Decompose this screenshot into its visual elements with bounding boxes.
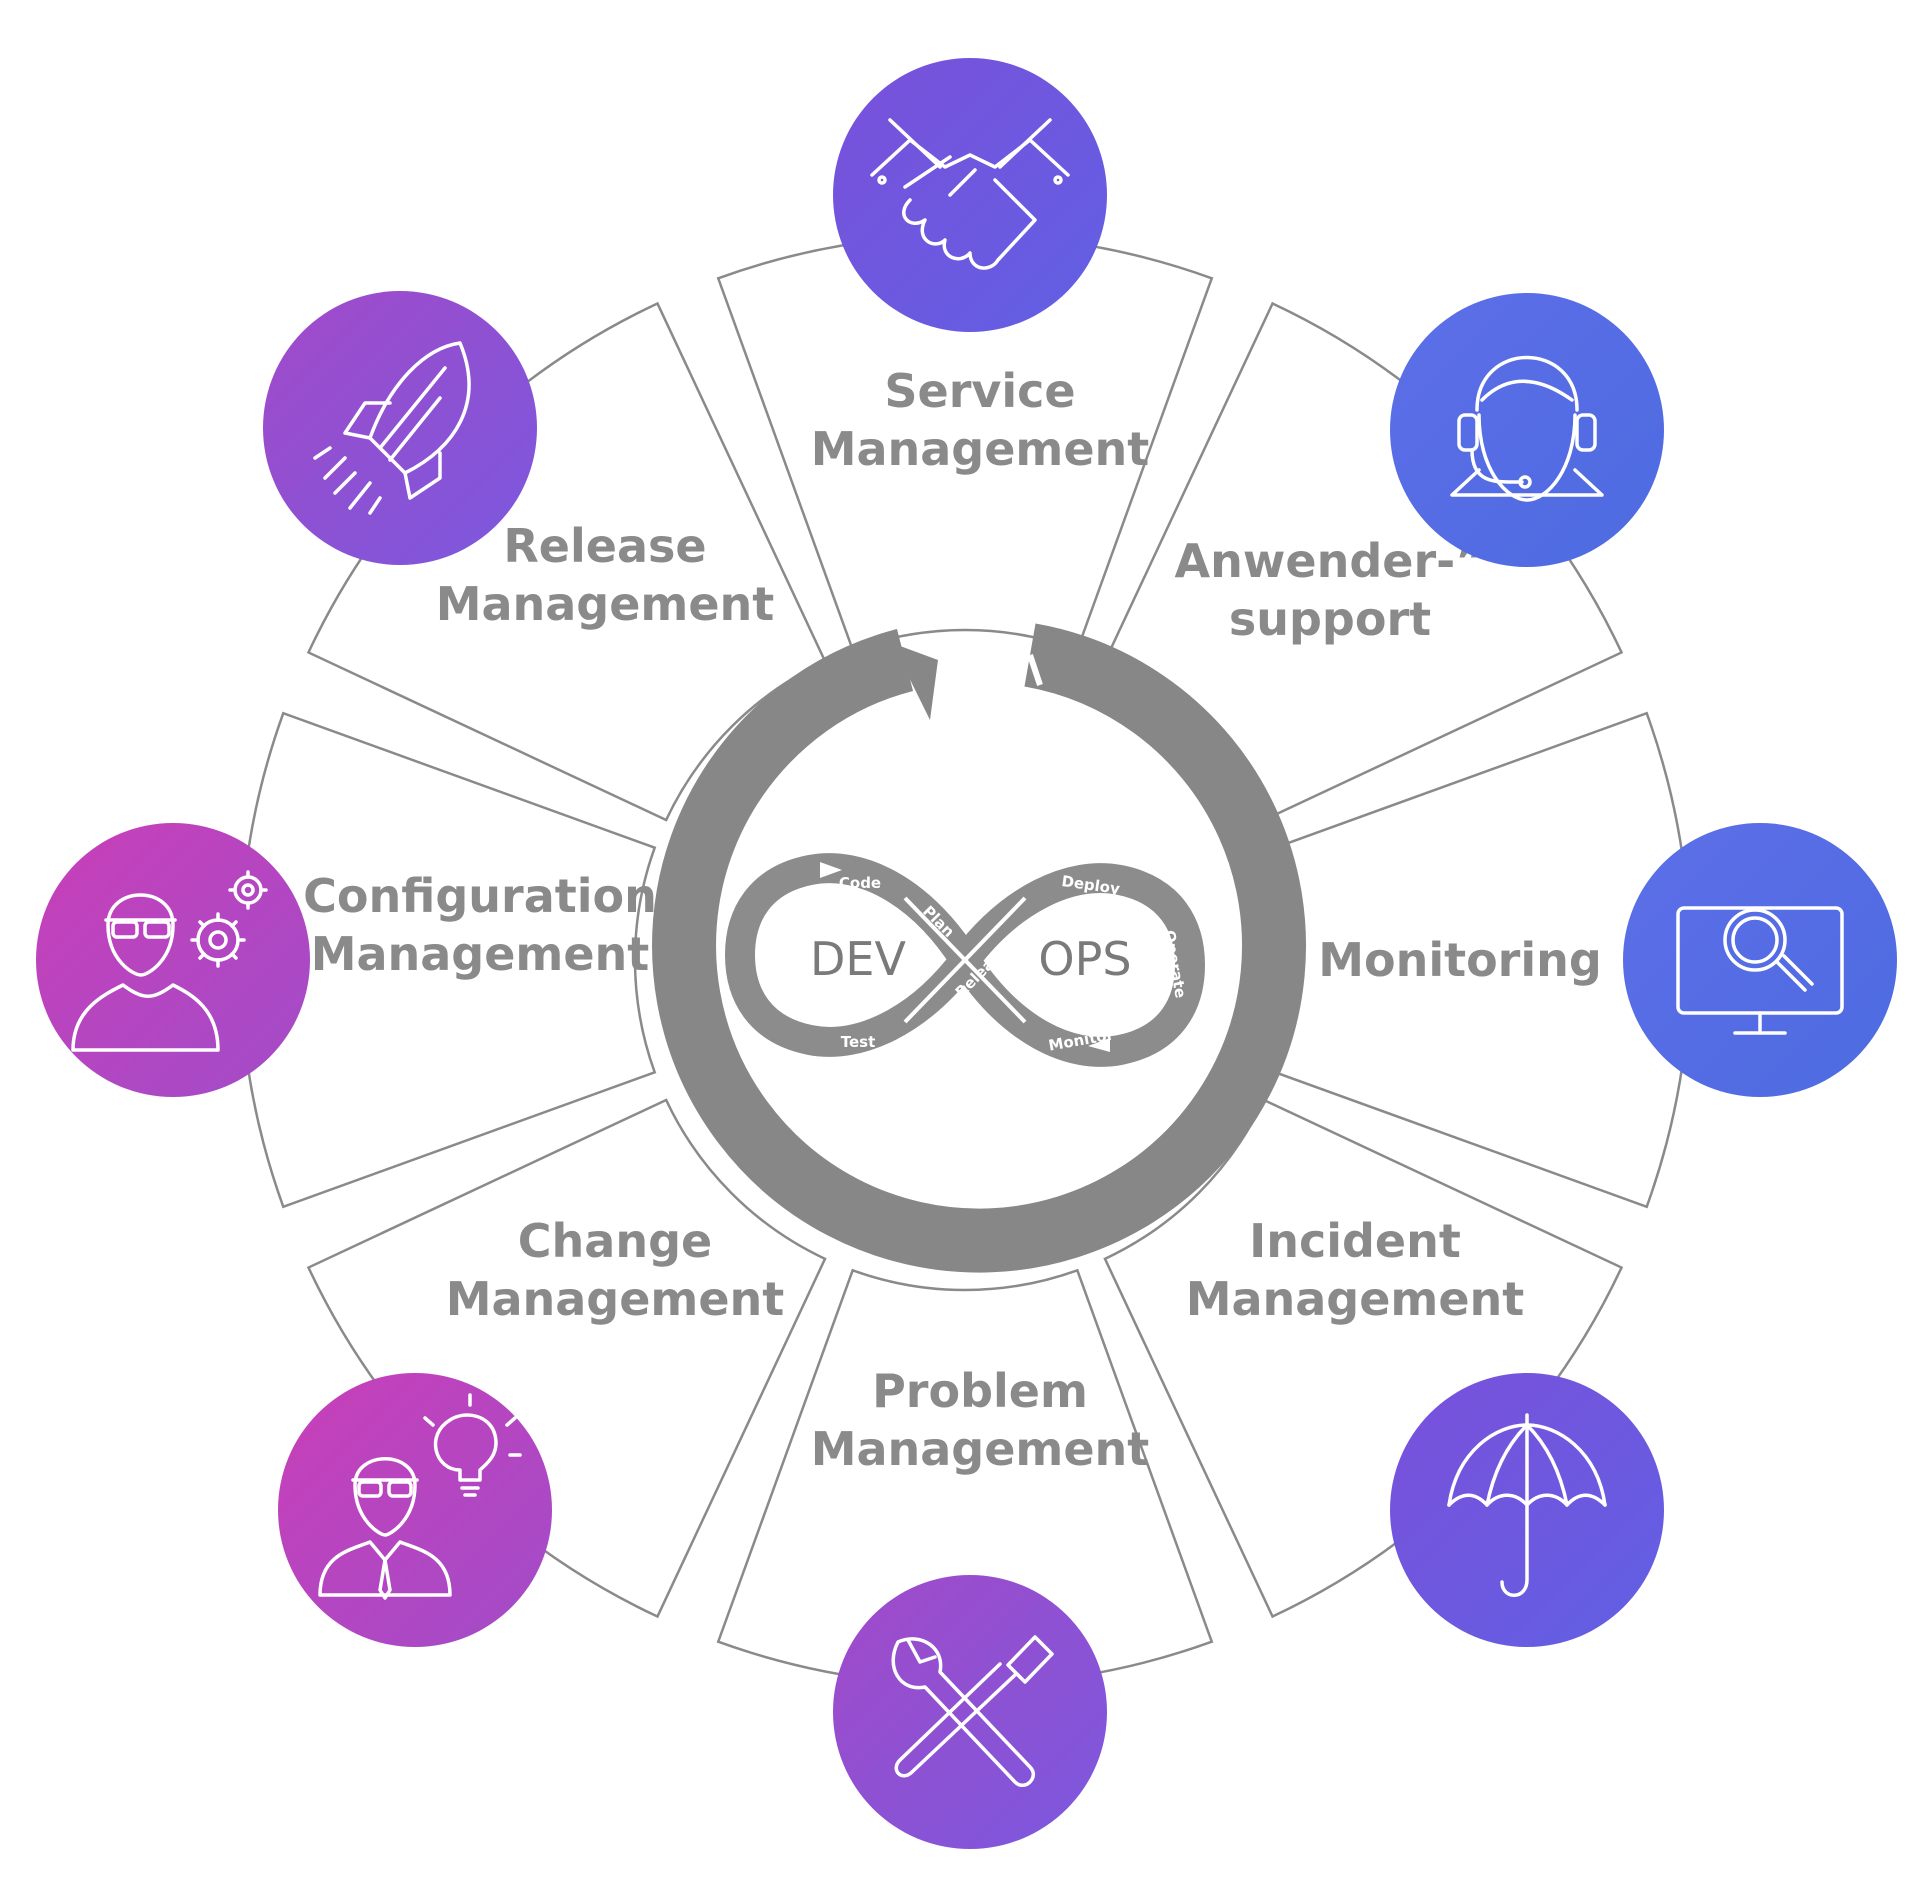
support-bubble	[1390, 293, 1664, 567]
person-gears-icon	[71, 870, 268, 1052]
devops-infinity: DEV OPS Code Build Test Deploy Operate M…	[725, 853, 1205, 1067]
change-management-bubble	[278, 1373, 552, 1647]
segment-label-line: Service	[884, 364, 1075, 418]
umbrella-icon	[1447, 1413, 1607, 1597]
devops-stage-test: Test	[841, 1033, 876, 1051]
segment-label-line: Management	[311, 927, 650, 981]
segment-configuration	[238, 711, 657, 1209]
segment-label-line: Management	[811, 422, 1150, 476]
segment-label-line: Monitoring	[1318, 933, 1602, 987]
handshake-icon	[870, 118, 1070, 270]
segment-incident	[1103, 1098, 1624, 1619]
release-management-bubble	[263, 291, 537, 565]
segment-label-line: Release	[503, 519, 706, 573]
monitor-search-icon	[1676, 906, 1844, 1035]
person-lightbulb-icon	[318, 1393, 522, 1600]
segment-label-line: Management	[436, 577, 775, 631]
segment-label-line: Management	[811, 1422, 1150, 1476]
segment-label-line: support	[1229, 592, 1431, 646]
wrench-screwdriver-icon	[891, 1635, 1054, 1788]
icon-bubbles	[36, 58, 1897, 1849]
devops-ops-label: OPS	[1038, 932, 1131, 986]
segment-label-line: Anwender-”	[1175, 534, 1486, 588]
segment-change	[306, 1098, 827, 1619]
rocket-icon	[313, 341, 471, 515]
segment-label-line: Change	[518, 1214, 712, 1268]
segment-label-support: Anwender-”support	[1175, 534, 1486, 646]
segment-label-monitoring: Monitoring	[1318, 933, 1602, 987]
segment-label-line: Configuration	[303, 869, 657, 923]
segment-label-line: Problem	[872, 1364, 1088, 1418]
segment-label-line: Incident	[1249, 1214, 1461, 1268]
devops-dev-label: DEV	[810, 932, 906, 986]
service-management-bubble	[833, 58, 1107, 332]
segment-label-line: Management	[1186, 1272, 1525, 1326]
problem-management-bubble	[833, 1575, 1107, 1849]
segment-label-line: Management	[446, 1272, 785, 1326]
devops-stage-build: Build	[761, 936, 786, 982]
headset-agent-icon	[1450, 355, 1604, 502]
segment-service	[716, 233, 1214, 652]
devops-ring	[652, 623, 1307, 1273]
configuration-management-bubble	[36, 823, 310, 1097]
devops-stage-code: Code	[839, 874, 881, 892]
